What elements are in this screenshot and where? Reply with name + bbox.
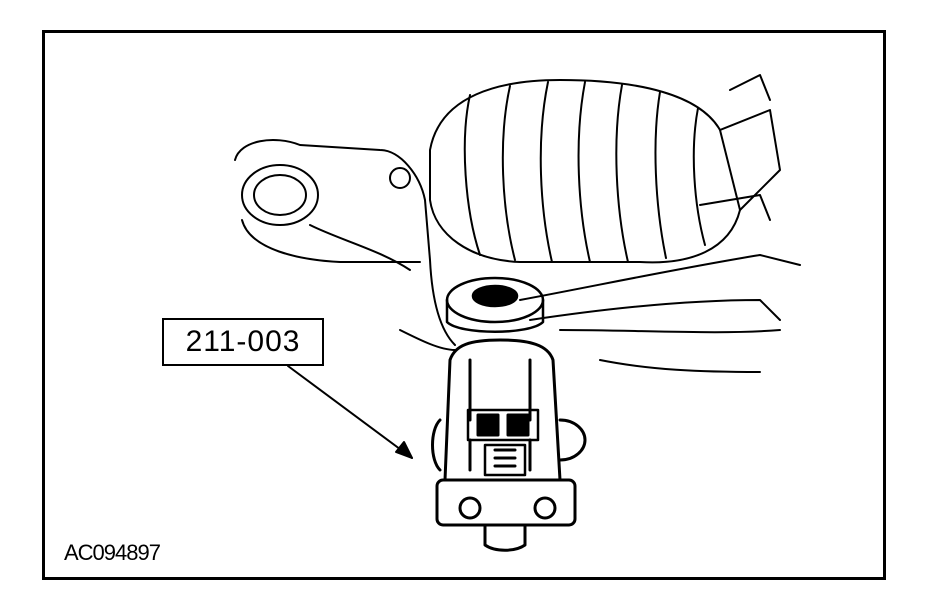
ball-joint-separator-tool-icon xyxy=(431,338,587,552)
callout-leader-arrow xyxy=(287,365,413,459)
lower-control-arm-icon xyxy=(234,139,801,373)
cv-joint-boot-icon xyxy=(429,74,781,264)
tool-callout-label: 211-003 xyxy=(162,318,324,366)
ball-joint-stud xyxy=(445,276,545,333)
figure-frame xyxy=(42,30,886,580)
figure-id: AC094897 xyxy=(64,540,161,565)
